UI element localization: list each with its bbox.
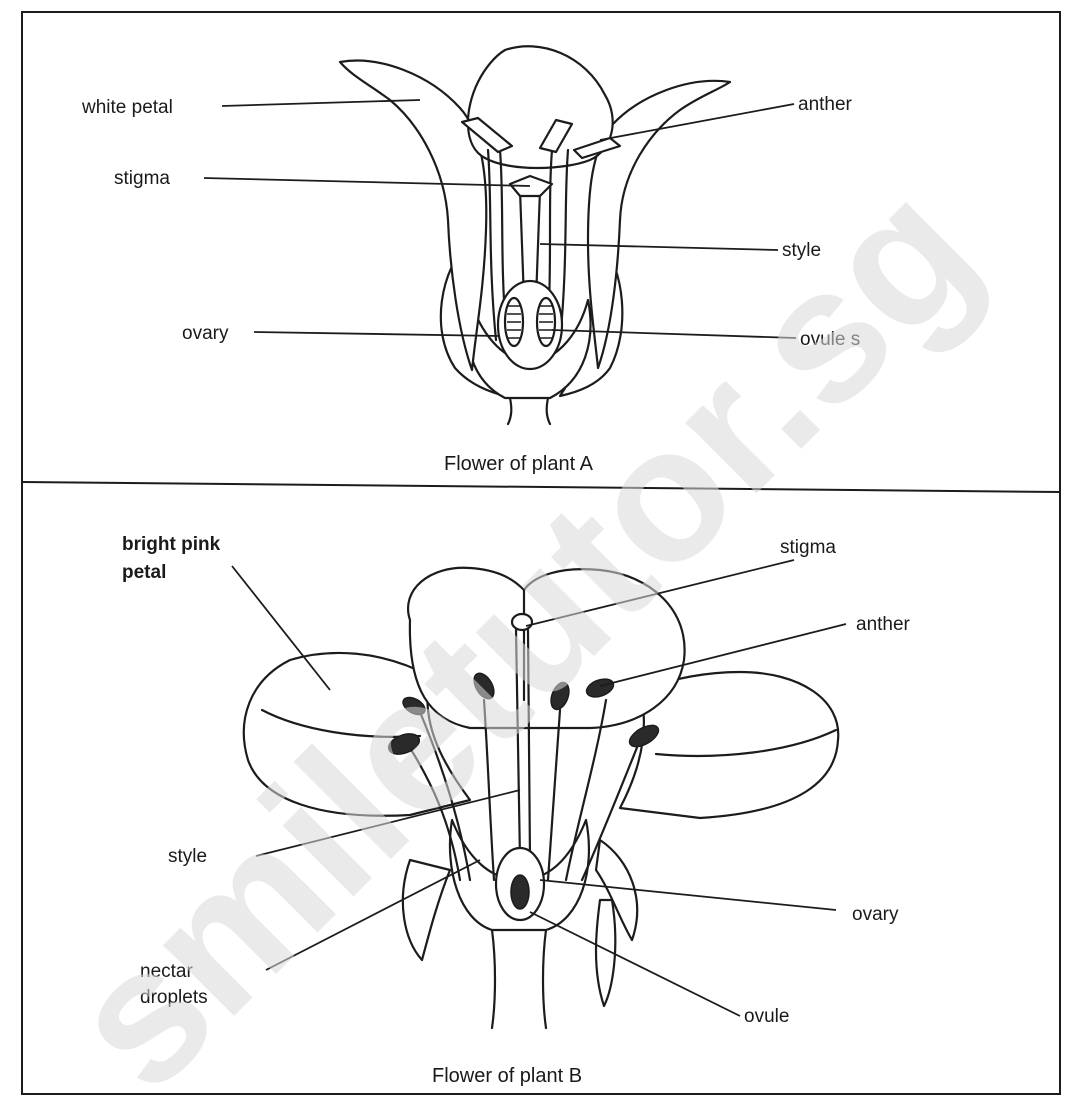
label-b-ovule: ovule	[744, 1006, 789, 1027]
label-b-petal-line1: bright pink	[122, 534, 221, 555]
label-a-anther: anther	[798, 94, 853, 115]
label-b-petal-line2: petal	[122, 562, 166, 583]
label-b-anther: anther	[856, 614, 911, 635]
label-a-petal: white petal	[81, 97, 173, 118]
label-a-ovary: ovary	[182, 323, 229, 344]
label-a-stigma: stigma	[114, 168, 170, 189]
caption-flower-b: Flower of plant B	[432, 1065, 582, 1087]
label-b-stigma: stigma	[780, 537, 836, 558]
label-b-ovary: ovary	[852, 904, 899, 925]
